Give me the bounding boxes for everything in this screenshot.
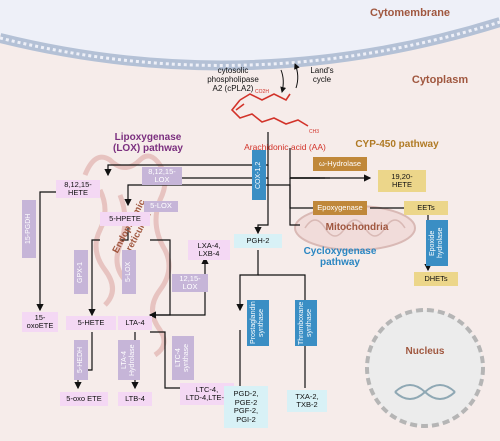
hete-8-12-15-box: 8,12,15- HETE	[56, 180, 100, 198]
cyp450-pathway-title: CYP-450 pathway	[355, 139, 439, 150]
lta4-hydrolase-enzyme: LTA-4 Hydrolase	[118, 340, 140, 380]
lands-cycle-label: Land's cycle	[310, 66, 334, 84]
lxa-lxb-box: LXA-4, LXB-4	[188, 240, 230, 260]
thromboxane-synthase-enzyme: Thromboxane synthase	[295, 300, 317, 346]
nucleus-label: Nucleus	[405, 346, 445, 357]
co2h-label: CO2H	[255, 89, 269, 95]
mitochondria-label: Mitochondria	[325, 222, 389, 233]
lox-pathway-title: Lipoxygenase (LOX) pathway	[112, 132, 183, 154]
cox-pathway-title: Cycloxygenase pathway	[303, 246, 377, 268]
lox5b-enzyme: 5-LOX	[122, 250, 136, 294]
lox-12-15-enzyme: 12,15- LOX	[172, 274, 208, 292]
oxoete15-box: 15- oxoETE	[22, 312, 58, 332]
epoxide-hydrolase-enzyme: Epoxide hydrolase	[426, 220, 448, 266]
lta4-box: LTA-4	[118, 316, 152, 330]
arachidonic-acid-structure	[230, 93, 309, 127]
nucleus-shape	[365, 308, 485, 428]
cytoplasm-label: Cytoplasm	[411, 74, 469, 86]
ltc4-synthase-enzyme: LTC-4 synthase	[172, 336, 194, 380]
ltc4-ltd4-lte4-box: LTC-4, LTD-4,LTE-4	[180, 383, 234, 405]
oxoete5-box: 5-oxo ETE	[60, 392, 108, 406]
dhets-box: DHETs	[414, 272, 458, 286]
cox12-enzyme: COX-1,2	[252, 150, 266, 200]
extracellular-space	[0, 0, 500, 62]
prostaglandin-synthase-enzyme: Prostaglandin synthase	[247, 300, 269, 346]
cpla2-label: cytosolic phospholipase A2 (cPLA2)	[207, 66, 259, 93]
gpx1-enzyme: GPX-1	[74, 250, 88, 294]
ch3-label: CH3	[308, 129, 319, 135]
hedh5-enzyme: 5-HEDH	[74, 340, 88, 380]
arachidonic-acid-label: Arachidonic acid (AA)	[244, 142, 326, 152]
hete-19-20-box: 19,20- HETE	[378, 170, 426, 192]
eets-box: EETs	[404, 201, 448, 215]
thromboxanes-box: TXA-2, TXB-2	[287, 390, 327, 412]
pgdh15-enzyme: 15-PGDH	[22, 200, 36, 258]
omega-hydrolase-enzyme: ω-Hydrolase	[313, 157, 367, 171]
ltb4-box: LTB-4	[118, 392, 152, 406]
lox-8-12-15-enzyme: 8,12,15- LOX	[142, 167, 182, 185]
mitochondria-shape	[294, 205, 416, 251]
cytomembrane-label: Cytomembrane	[369, 7, 451, 19]
hpete5-box: 5-HPETE	[100, 212, 150, 226]
prostaglandins-box: PGD-2, PGE-2 PGF-2, PGI-2	[224, 386, 268, 428]
pgh2-box: PGH-2	[234, 234, 282, 248]
epoxygenase-enzyme: Epoxygenase	[313, 201, 367, 215]
hete5-box: 5-HETE	[66, 316, 116, 330]
lox5-enzyme: 5-LOX	[144, 201, 178, 212]
